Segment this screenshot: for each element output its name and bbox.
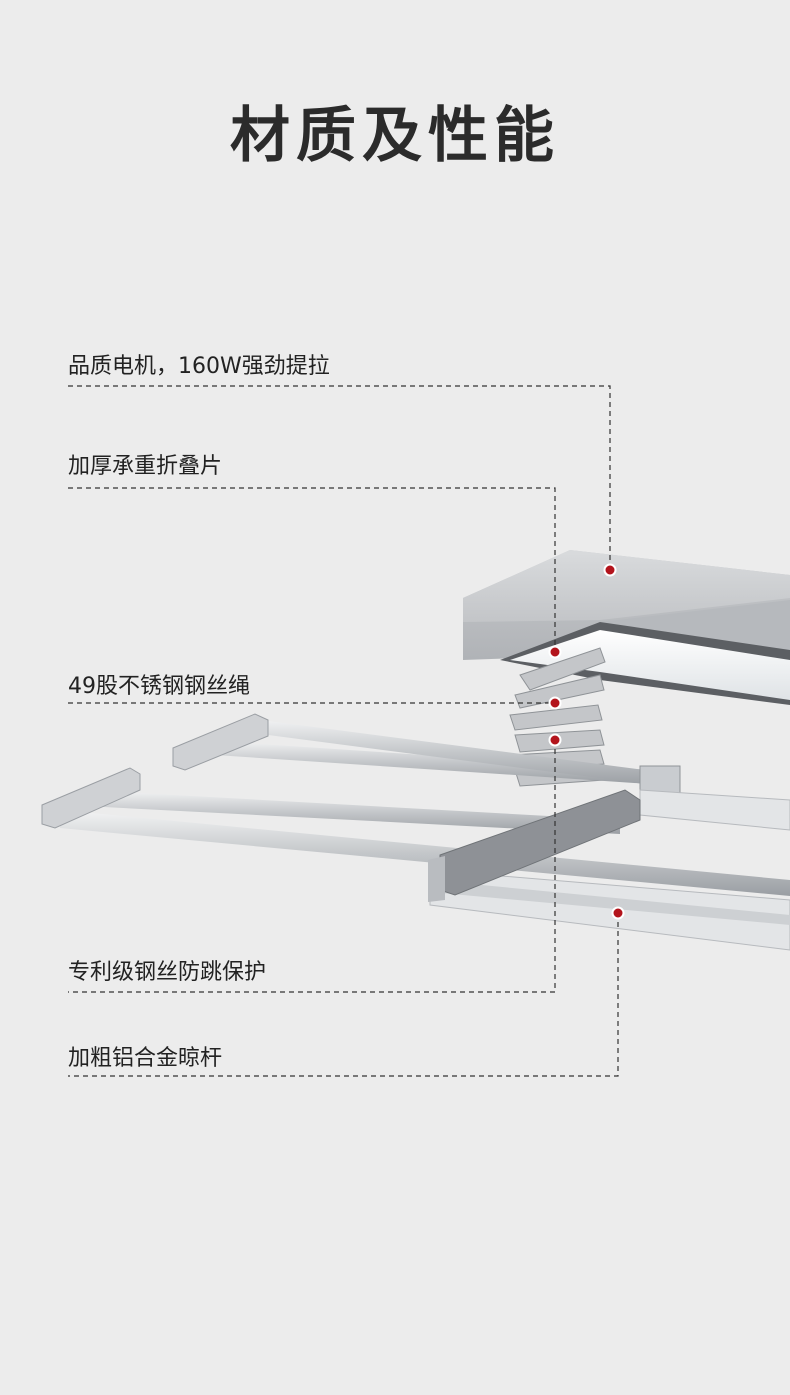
- marker-motor: [603, 563, 617, 577]
- marker-anti-jump: [548, 733, 562, 747]
- leader-lines: [68, 385, 619, 1077]
- callout-label-folding-plates: 加厚承重折叠片: [68, 454, 223, 479]
- leader-line-rod: [68, 913, 619, 1077]
- callout-label-steel-cable: 49股不锈钢钢丝绳: [68, 674, 250, 699]
- center-bracket: [428, 789, 641, 902]
- motor-housing: [463, 550, 790, 705]
- leader-line-folding-plates: [68, 487, 556, 652]
- front-drying-rods: [41, 767, 790, 896]
- callout-markers: [548, 563, 625, 920]
- callout-label-motor: 品质电机，160W强劲提拉: [68, 354, 330, 379]
- back-drying-rods: [172, 713, 681, 811]
- marker-rod: [611, 906, 625, 920]
- callout-label-anti-jump: 专利级钢丝防跳保护: [68, 960, 267, 985]
- marker-steel-cable: [548, 696, 562, 710]
- marker-folding-plates: [548, 645, 562, 659]
- page-title: 材质及性能: [230, 101, 560, 171]
- callout-label-rod: 加粗铝合金晾杆: [68, 1046, 223, 1071]
- leader-line-motor: [68, 385, 611, 570]
- bottom-rail: [429, 789, 790, 951]
- leader-line-anti-jump: [68, 740, 556, 993]
